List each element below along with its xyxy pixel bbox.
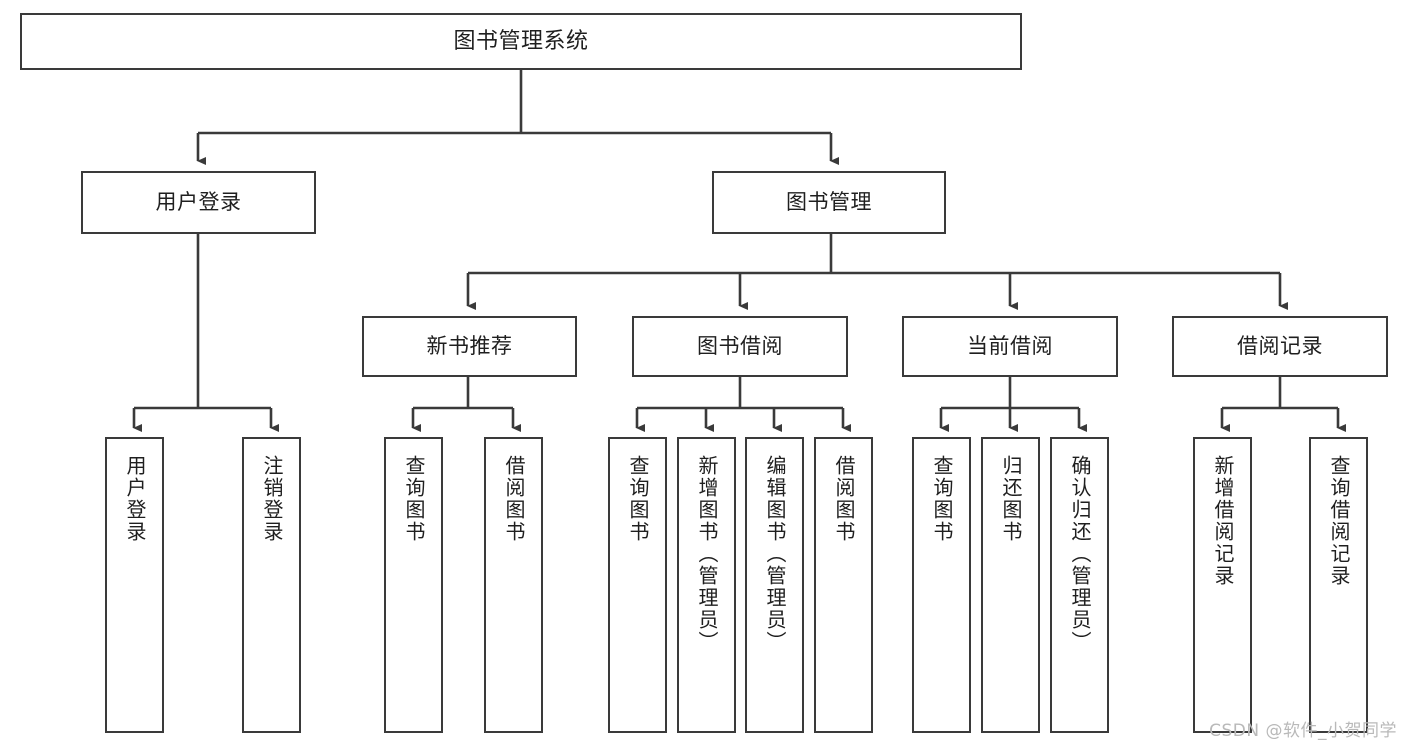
leaf-book-borrow-query[interactable]: 查询图书 — [608, 437, 667, 733]
leaf-new-book-borrow[interactable]: 借阅图书 — [484, 437, 543, 733]
leaf-label: 新增图书（管理员） — [695, 455, 719, 653]
node-book-borrow[interactable]: 图书借阅 — [632, 316, 848, 377]
node-root-label: 图书管理系统 — [453, 28, 589, 54]
leaf-label: 用户登录 — [123, 455, 147, 543]
leaf-book-borrow-edit[interactable]: 编辑图书（管理员） — [745, 437, 804, 733]
leaf-label: 借阅图书 — [832, 455, 856, 543]
leaf-borrow-record-add[interactable]: 新增借阅记录 — [1193, 437, 1252, 733]
leaf-label: 注销登录 — [260, 455, 284, 543]
leaf-label: 编辑图书（管理员） — [763, 455, 787, 653]
node-book-management[interactable]: 图书管理 — [712, 171, 946, 234]
node-user-login-label: 用户登录 — [155, 190, 242, 215]
leaf-current-borrow-confirm-return[interactable]: 确认归还（管理员） — [1050, 437, 1109, 733]
node-current-borrow[interactable]: 当前借阅 — [902, 316, 1118, 377]
node-new-book-recommend[interactable]: 新书推荐 — [362, 316, 577, 377]
node-book-management-label: 图书管理 — [786, 190, 872, 215]
leaf-user-login-login[interactable]: 用户登录 — [105, 437, 164, 733]
leaf-borrow-record-query[interactable]: 查询借阅记录 — [1309, 437, 1368, 733]
node-new-book-recommend-label: 新书推荐 — [426, 334, 513, 359]
leaf-book-borrow-borrow[interactable]: 借阅图书 — [814, 437, 873, 733]
leaf-label: 确认归还（管理员） — [1068, 455, 1092, 653]
leaf-current-borrow-query[interactable]: 查询图书 — [912, 437, 971, 733]
leaf-label: 查询图书 — [626, 455, 650, 543]
leaf-label: 查询图书 — [402, 455, 426, 543]
leaf-label: 查询图书 — [930, 455, 954, 543]
leaf-label: 归还图书 — [999, 455, 1023, 543]
leaf-label: 借阅图书 — [502, 455, 526, 543]
leaf-user-login-logout[interactable]: 注销登录 — [242, 437, 301, 733]
node-book-borrow-label: 图书借阅 — [697, 334, 783, 359]
node-user-login[interactable]: 用户登录 — [81, 171, 316, 234]
leaf-current-borrow-return[interactable]: 归还图书 — [981, 437, 1040, 733]
leaf-label: 查询借阅记录 — [1327, 455, 1351, 587]
leaf-label: 新增借阅记录 — [1211, 455, 1235, 587]
node-root-book-management-system[interactable]: 图书管理系统 — [20, 13, 1022, 70]
leaf-new-book-query[interactable]: 查询图书 — [384, 437, 443, 733]
node-borrow-record-label: 借阅记录 — [1237, 334, 1323, 359]
leaf-book-borrow-add[interactable]: 新增图书（管理员） — [677, 437, 736, 733]
node-current-borrow-label: 当前借阅 — [967, 334, 1053, 359]
node-borrow-record[interactable]: 借阅记录 — [1172, 316, 1388, 377]
csdn-watermark: CSDN @软件_小贺同学 — [1209, 721, 1397, 741]
